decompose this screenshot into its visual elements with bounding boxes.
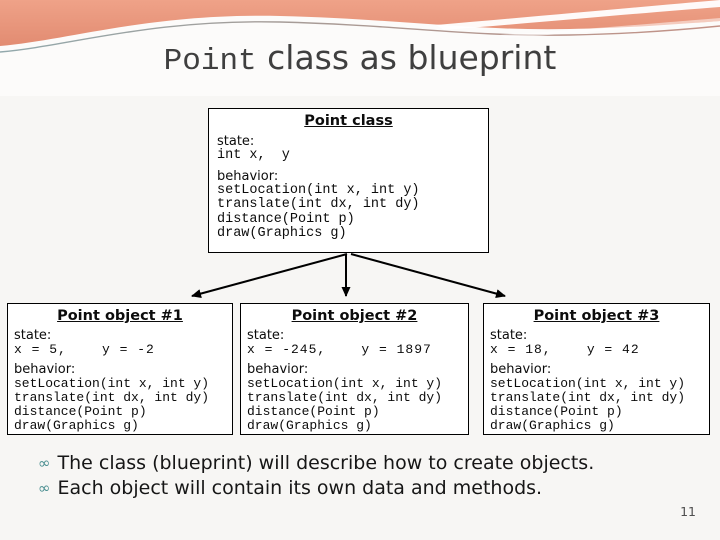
slide-title-sans-part: class as blueprint: [256, 38, 557, 77]
object-1-behavior-label: behavior:: [14, 362, 76, 377]
class-method: setLocation(int x, int y): [217, 182, 420, 198]
header-wave-art: [0, 0, 720, 96]
class-to-object-arrows: [191, 253, 506, 298]
class-box: Point class state: int x, y behavior: se…: [208, 108, 489, 253]
object-1-method: setLocation(int x, int y): [14, 376, 210, 391]
object-2-method: draw(Graphics g): [247, 418, 372, 433]
object-1-method: distance(Point p): [14, 404, 147, 419]
class-box-title: Point class: [304, 113, 393, 129]
object-2-behavior-label: behavior:: [247, 362, 309, 377]
bow-bullet-icon: ∞: [36, 478, 52, 498]
class-method: draw(Graphics g): [217, 226, 347, 241]
object-2-title: Point object #2: [291, 308, 418, 324]
arrow-to-object-3: [350, 253, 506, 298]
object-3-method: setLocation(int x, int y): [490, 376, 686, 391]
object-2-state-value: x = -245, y = 1897: [247, 342, 432, 357]
class-behavior-label: behavior:: [217, 168, 279, 184]
arrow-to-object-1: [191, 253, 348, 298]
object-1-method: draw(Graphics g): [14, 418, 139, 433]
object-2-method: setLocation(int x, int y): [247, 376, 443, 391]
bullet-list: ∞ The class (blueprint) will describe ho…: [36, 451, 698, 501]
object-3-state-label: state:: [490, 328, 528, 343]
header-top-right-streak: [436, 0, 720, 30]
page-number: 11: [680, 504, 696, 519]
object-3-state-value: x = 18, y = 42: [490, 342, 640, 357]
object-3-method: distance(Point p): [490, 404, 623, 419]
class-state-label: state:: [217, 134, 255, 149]
bullet-item: ∞ Each object will contain its own data …: [36, 476, 698, 501]
object-box-3: Point object #3 state: x = 18, y = 42 be…: [483, 303, 710, 435]
bullet-text: The class (blueprint) will describe how …: [57, 452, 595, 474]
bullet-item: ∞ The class (blueprint) will describe ho…: [36, 451, 698, 476]
object-box-1: Point object #1 state: x = 5, y = -2 beh…: [7, 303, 233, 435]
slide-title-mono-part: Point: [163, 44, 257, 79]
object-1-title: Point object #1: [57, 308, 183, 324]
object-2-method: translate(int dx, int dy): [247, 390, 443, 405]
object-3-title: Point object #3: [533, 308, 660, 324]
slide-title: Point class as blueprint: [0, 38, 720, 79]
object-2-state-label: state:: [247, 328, 285, 343]
object-2-method: distance(Point p): [247, 404, 380, 419]
bullet-text: Each object will contain its own data an…: [57, 477, 543, 499]
object-3-behavior-label: behavior:: [490, 362, 552, 377]
header-top-right-streak-faint: [500, 18, 720, 38]
class-method: distance(Point p): [217, 211, 355, 227]
object-1-state-value: x = 5, y = -2: [14, 342, 155, 357]
bow-bullet-icon: ∞: [36, 453, 52, 473]
class-method: translate(int dx, int dy): [217, 197, 420, 212]
class-state-value: int x, y: [217, 148, 290, 163]
object-3-method: translate(int dx, int dy): [490, 390, 686, 405]
object-1-state-label: state:: [14, 328, 52, 343]
object-box-2: Point object #2 state: x = -245, y = 189…: [240, 303, 469, 435]
object-3-method: draw(Graphics g): [490, 418, 615, 433]
header-accent-line: [0, 21, 720, 53]
object-1-method: translate(int dx, int dy): [14, 390, 210, 405]
